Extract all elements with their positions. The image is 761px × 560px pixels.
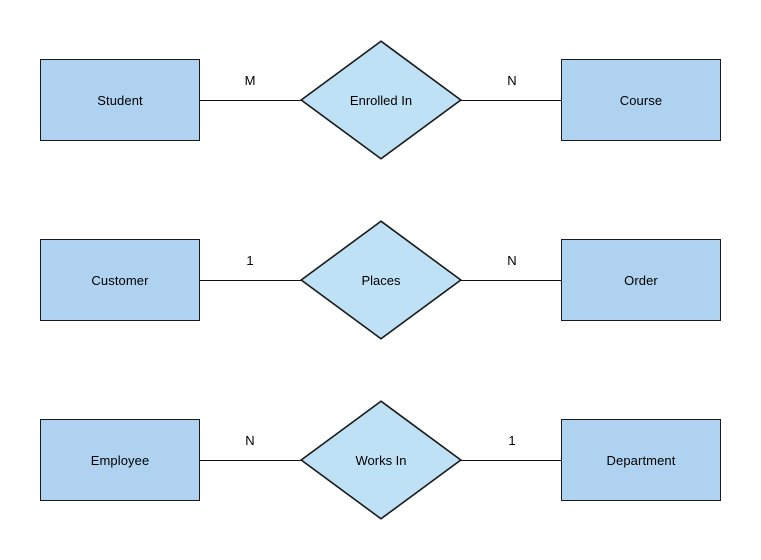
relationship-label: Places	[361, 272, 401, 288]
connector-line-right	[461, 460, 562, 461]
cardinality-label-left: 1	[246, 253, 254, 268]
cardinality-label-right: N	[507, 73, 517, 88]
relationship-label: Works In	[355, 452, 407, 468]
connector-line-left	[200, 280, 301, 281]
connector-line-left	[200, 100, 301, 101]
entity-course[interactable]: Course	[561, 59, 721, 141]
entity-employee[interactable]: Employee	[40, 419, 200, 501]
entity-customer[interactable]: Customer	[40, 239, 200, 321]
relationship-works-in[interactable]: Works In	[300, 400, 462, 520]
er-relationship-row: Employee N Works In 1 Department	[0, 390, 761, 530]
diamond-shape	[300, 220, 462, 340]
entity-order[interactable]: Order	[561, 239, 721, 321]
er-relationship-row: Customer 1 Places N Order	[0, 210, 761, 350]
entity-label: Order	[624, 272, 658, 288]
relationship-label: Enrolled In	[349, 92, 413, 108]
cardinality-label-left: N	[245, 433, 255, 448]
connector-line-right	[461, 100, 562, 101]
connector-line-left	[200, 460, 301, 461]
connector-line-right	[461, 280, 562, 281]
entity-label: Employee	[90, 452, 150, 468]
entity-label: Customer	[91, 272, 149, 288]
cardinality-label-left: M	[244, 73, 256, 88]
cardinality-label-right: N	[507, 253, 517, 268]
entity-label: Department	[606, 452, 676, 468]
entity-label: Course	[619, 92, 663, 108]
entity-label: Student	[97, 92, 143, 108]
entity-student[interactable]: Student	[40, 59, 200, 141]
relationship-enrolled-in[interactable]: Enrolled In	[300, 40, 462, 160]
cardinality-label-right: 1	[508, 433, 516, 448]
diamond-shape	[300, 400, 462, 520]
diamond-shape	[300, 40, 462, 160]
entity-department[interactable]: Department	[561, 419, 721, 501]
er-relationship-row: Student M Enrolled In N Course	[0, 30, 761, 170]
relationship-places[interactable]: Places	[300, 220, 462, 340]
